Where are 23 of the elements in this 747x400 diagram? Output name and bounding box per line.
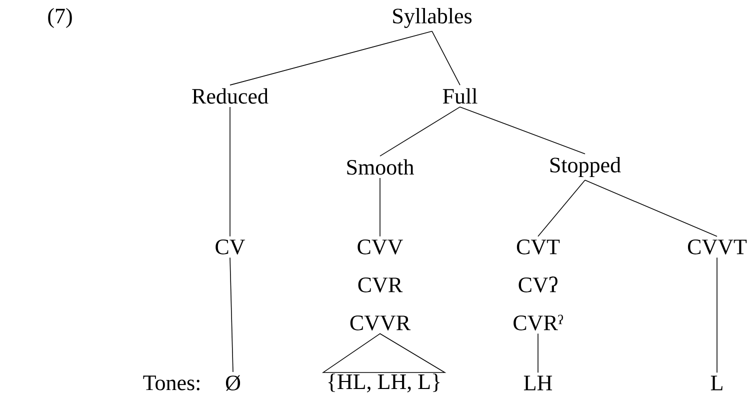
tree-branch: [432, 30, 460, 86]
category-label: CVVT: [688, 240, 747, 254]
tree-branch: [230, 257, 234, 372]
category-label: {HL, LH, L}: [328, 374, 440, 392]
category-label: Syllables: [393, 8, 472, 28]
category-label: LH: [524, 376, 552, 390]
category-label: L: [710, 376, 722, 390]
category-label: Reduced: [192, 88, 268, 104]
tree-branch: [584, 180, 718, 237]
tree-branch: [460, 106, 586, 154]
category-label: CVT CVʔ CVRˀ: [514, 240, 564, 330]
category-label: Smooth: [347, 159, 414, 175]
tree-branch: [230, 30, 432, 86]
category-label: Ø: [226, 375, 240, 391]
label: (7): [48, 8, 72, 28]
category-label: Full: [442, 88, 478, 104]
category-label: CVV CVR CVVR: [350, 240, 411, 330]
label: Tones:: [143, 376, 200, 390]
category-label: Stopped: [550, 157, 621, 177]
tree-branch: [380, 106, 460, 156]
tree-branch: [716, 257, 718, 373]
category-label: CV: [216, 240, 246, 254]
tree-branch: [538, 180, 586, 237]
